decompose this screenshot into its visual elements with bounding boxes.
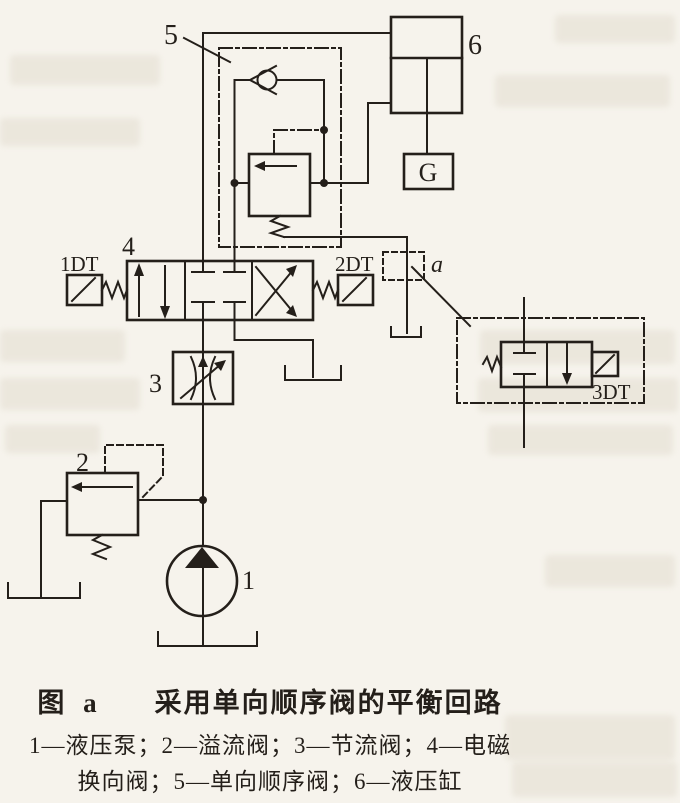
label-solenoid-2: 2DT bbox=[335, 252, 374, 276]
label-load: G bbox=[419, 158, 438, 187]
solenoid-box bbox=[65, 273, 104, 307]
pump-symbol: 1 bbox=[165, 544, 255, 618]
sequence-valve-assembly: 5 bbox=[164, 20, 342, 248]
tank-icon-pump bbox=[157, 631, 258, 647]
junction-dot bbox=[320, 126, 328, 134]
sequence-valve-body bbox=[247, 152, 312, 239]
arrow-head-down bbox=[562, 373, 572, 385]
spring-icon bbox=[481, 354, 503, 374]
label-relief-valve: 2 bbox=[76, 448, 89, 477]
label-detail-point: a bbox=[431, 252, 443, 278]
arrow-head-downright bbox=[286, 305, 297, 317]
figure-number: 图 a bbox=[37, 688, 103, 718]
label-throttle-valve: 3 bbox=[149, 369, 162, 398]
load-weight-box bbox=[402, 152, 455, 191]
enclosure-dashdot-box bbox=[218, 47, 342, 248]
arrow-head-down bbox=[160, 306, 170, 319]
detail-point-a: a bbox=[382, 251, 472, 328]
blocked-port-bars bbox=[191, 271, 246, 303]
label-5-leader-line bbox=[182, 36, 232, 64]
spring-icon-left bbox=[100, 279, 129, 301]
throttle-valve-symbol: 3 bbox=[149, 350, 235, 406]
valve-box bbox=[65, 471, 140, 537]
spring-icon bbox=[90, 533, 113, 561]
solenoid-slash bbox=[594, 353, 616, 375]
solenoid-2dt: 2DT bbox=[335, 252, 375, 307]
blocked-flow-line bbox=[513, 297, 536, 448]
throttle-arcs bbox=[189, 355, 217, 401]
tank-icon-valve-return bbox=[284, 365, 342, 381]
junction-dots bbox=[199, 126, 328, 504]
junction-dot bbox=[230, 179, 239, 187]
label-solenoid-3: 3DT bbox=[592, 380, 631, 404]
adjust-arrow-head bbox=[214, 360, 226, 371]
relief-valve-symbol: 2 bbox=[65, 444, 164, 561]
solenoid-box bbox=[590, 350, 620, 378]
flow-arrow-head bbox=[198, 356, 208, 367]
tank-icon-relief bbox=[7, 582, 81, 599]
cylinder-symbol: G 6 bbox=[389, 15, 482, 191]
pump-circle bbox=[165, 544, 239, 618]
pump-flow-triangle bbox=[185, 547, 219, 568]
pipe-relief-to-tank bbox=[40, 500, 68, 597]
position-dividers bbox=[184, 260, 253, 321]
junction-dot bbox=[320, 179, 328, 187]
flow-arrow-head bbox=[254, 161, 265, 171]
solenoid-slash bbox=[70, 276, 97, 303]
junction-dot bbox=[199, 496, 207, 504]
check-valve-seat bbox=[247, 64, 278, 96]
crossed-flow-paths bbox=[254, 265, 295, 317]
figure-legend-line1: 1—液压泵；2—溢流阀；3—节流阀；4—电磁 bbox=[29, 733, 511, 758]
label-sequence-valve: 5 bbox=[164, 20, 178, 51]
pilot-line-dashed bbox=[104, 444, 164, 501]
figure-caption-title: 图 a 采用单向顺序阀的平衡回路 bbox=[0, 681, 540, 720]
arrow-head-up bbox=[134, 263, 144, 276]
pipe-lines bbox=[40, 32, 408, 646]
inset-dashdot-box bbox=[456, 317, 645, 404]
label-directional-valve: 4 bbox=[122, 232, 135, 261]
pipe-valve-to-tank bbox=[233, 301, 314, 378]
detail-leader-line bbox=[410, 265, 472, 328]
arrow-head-upright bbox=[286, 265, 297, 277]
valve-body bbox=[125, 259, 315, 322]
valve-box bbox=[247, 152, 312, 218]
check-valve-ball bbox=[256, 69, 278, 91]
label-solenoid-1: 1DT bbox=[60, 252, 99, 276]
check-valve-icon bbox=[247, 64, 278, 96]
label-pump: 1 bbox=[242, 566, 255, 595]
pipe-to-cylinder-rod-side bbox=[309, 102, 392, 184]
figure-title: 采用单向顺序阀的平衡回路 bbox=[154, 688, 503, 718]
adjust-arrow-line bbox=[179, 362, 223, 400]
inset-pilot-valve-3dt: 3DT bbox=[456, 297, 645, 448]
directional-valve-symbol: 1DT 2DT 4 bbox=[60, 232, 375, 322]
flow-arrow-head bbox=[71, 482, 82, 492]
hydraulic-circuit-diagram: 5 G 6 bbox=[7, 15, 645, 647]
figure-legend-line2: 换向阀；5—单向顺序阀；6—液压缸 bbox=[77, 769, 463, 794]
solenoid-1dt: 1DT bbox=[60, 252, 104, 307]
spring-icon-right bbox=[311, 279, 340, 301]
detail-dashed-box bbox=[382, 251, 425, 281]
pilot-line-dashdot bbox=[273, 129, 325, 155]
solenoid-box bbox=[336, 273, 375, 307]
tank-symbols bbox=[7, 326, 422, 647]
tank-icon-drain bbox=[390, 326, 422, 338]
label-cylinder: 6 bbox=[468, 30, 482, 61]
spring-icon bbox=[267, 214, 292, 239]
solenoid-slash bbox=[341, 276, 368, 303]
